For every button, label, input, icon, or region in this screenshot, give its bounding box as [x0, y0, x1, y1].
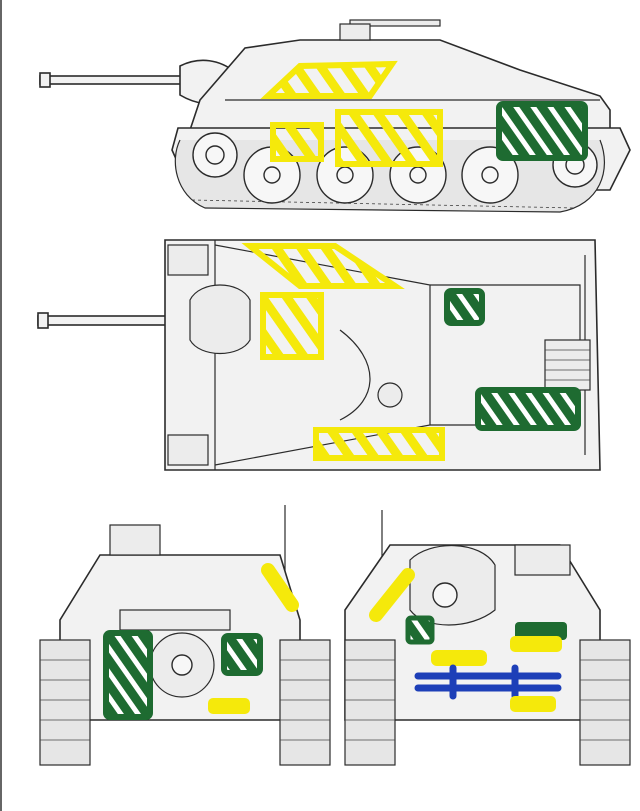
marking-rear-yellow-left [431, 650, 487, 666]
marking-rear-green-small [405, 615, 435, 645]
gun-barrel [39, 75, 191, 85]
marking-front-yellow-box [208, 698, 250, 714]
marking-side-yellow-upper [260, 60, 398, 99]
roof-mg-front [109, 524, 161, 556]
fender-front-left [167, 244, 209, 276]
marking-rear-yellow-stroke [369, 568, 415, 622]
marking-side-yellow-left [270, 122, 324, 162]
marking-rear-blue [414, 664, 562, 700]
loader-hatch [377, 382, 403, 408]
marking-front-green-left [103, 630, 153, 720]
front-track-left [39, 639, 91, 766]
marking-top-yellow-lower [313, 427, 445, 461]
marking-rear-green-bar [515, 622, 567, 640]
marking-rear-yellow-right-upper [510, 636, 562, 652]
marking-front-green-right [221, 633, 263, 676]
muzzle [39, 72, 51, 88]
engine-grille [544, 339, 591, 391]
fender-front-right [167, 434, 209, 466]
roof-mg [349, 19, 441, 27]
front-grille [119, 609, 231, 631]
rear-stowage [514, 544, 571, 576]
marking-side-yellow-center [335, 109, 443, 167]
marking-front-yellow-stroke [261, 563, 299, 612]
front-track-right [279, 639, 331, 766]
marking-top-yellow-front [241, 243, 405, 289]
front-view [39, 505, 331, 766]
mantlet-top [189, 284, 251, 355]
marking-rear-yellow-lower [510, 696, 556, 712]
marking-top-green-small [444, 288, 485, 326]
rear-track-right [579, 639, 631, 766]
rear-view [344, 510, 631, 766]
rear-track-left [344, 639, 396, 766]
marking-top-green-large [475, 387, 581, 431]
marking-side-green [496, 101, 588, 161]
marking-top-yellow-mantlet [260, 292, 324, 360]
